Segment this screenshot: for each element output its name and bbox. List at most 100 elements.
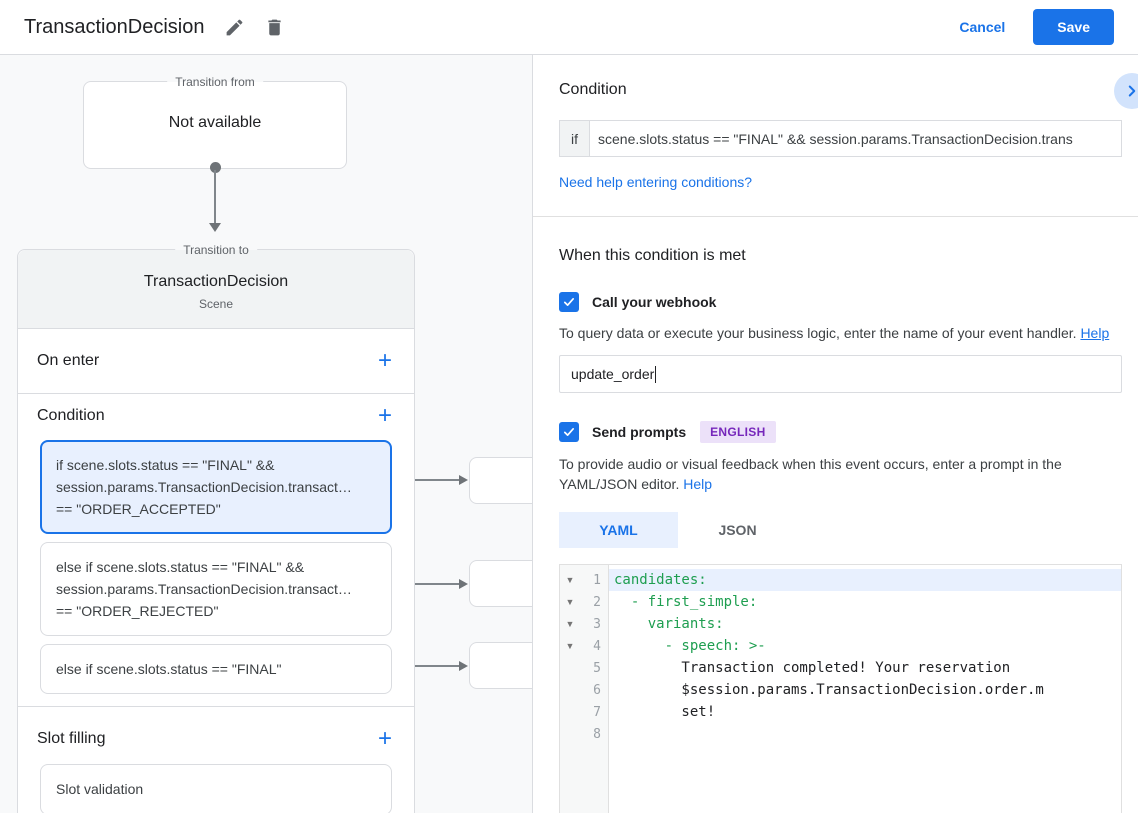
scene-flow-canvas: Transition from Not available Transition… — [0, 55, 532, 813]
add-condition-icon[interactable]: + — [377, 402, 392, 429]
condition-text: if scene.slots.status == "FINAL" && — [56, 457, 275, 473]
line-number: 1 — [593, 572, 601, 588]
line-number: 5 — [593, 660, 601, 676]
prompts-description: To provide audio or visual feedback when… — [559, 454, 1119, 494]
call-webhook-checkbox[interactable] — [559, 292, 579, 312]
condition-heading: Condition — [559, 81, 627, 98]
delete-icon[interactable] — [262, 15, 286, 39]
transition-from-value: Not available — [168, 114, 262, 131]
condition-expression-input[interactable] — [589, 120, 1122, 157]
fold-toggle-icon[interactable]: ▼ — [565, 597, 575, 607]
condition-text: session.params.TransactionDecision.trans… — [56, 479, 352, 495]
language-badge: ENGLISH — [700, 421, 776, 443]
connector-arrowhead-down — [209, 223, 221, 232]
collapse-panel-button[interactable] — [1114, 73, 1138, 109]
code-line: - first_simple: — [614, 594, 758, 610]
editor-gutter: ▼ 1 ▼ 2 ▼ 3 ▼ 4 5 6 7 8 — [560, 565, 609, 813]
yaml-code-editor[interactable]: ▼ 1 ▼ 2 ▼ 3 ▼ 4 5 6 7 8 candidates: - first_… — [559, 564, 1122, 813]
code-line: - speech: >- — [614, 638, 766, 654]
top-bar: TransactionDecision Cancel Save — [0, 0, 1138, 55]
call-webhook-label: Call your webhook — [592, 294, 717, 310]
prompts-help-link[interactable]: Help — [683, 476, 713, 492]
condition-text: == "ORDER_ACCEPTED" — [56, 501, 221, 517]
slot-validation-item[interactable]: Slot validation — [40, 764, 392, 813]
line-number: 2 — [593, 594, 601, 610]
conditions-help-link[interactable]: Need help entering conditions? — [559, 174, 753, 190]
save-button[interactable]: Save — [1033, 9, 1114, 45]
line-number: 7 — [593, 704, 601, 720]
condition-section-label: Condition — [37, 407, 105, 424]
connector-arrowhead-right — [459, 579, 468, 589]
when-condition-met-section: When this condition is met Call your web… — [533, 217, 1138, 813]
scene-type-label: Scene — [198, 297, 234, 311]
edit-icon[interactable] — [222, 15, 246, 39]
on-enter-section[interactable]: On enter + — [18, 328, 414, 393]
code-line: variants: — [614, 616, 724, 632]
code-line: set! — [614, 704, 716, 720]
event-handler-input[interactable]: update_order — [559, 355, 1122, 393]
slot-filling-section: Slot filling + Slot validation — [18, 706, 414, 813]
tab-json[interactable]: JSON — [718, 522, 757, 538]
code-line: candidates: — [609, 569, 1121, 591]
code-line: $session.params.TransactionDecision.orde… — [614, 682, 1044, 698]
code-line — [609, 723, 1121, 745]
condition-item-order-rejected[interactable]: else if scene.slots.status == "FINAL" &&… — [40, 542, 392, 636]
transition-from-box[interactable]: Transition from Not available — [83, 73, 347, 169]
fold-toggle-icon[interactable]: ▼ — [565, 641, 575, 651]
webhook-description: To query data or execute your business l… — [559, 323, 1122, 343]
fold-toggle-icon[interactable]: ▼ — [565, 575, 575, 585]
editor-code-area[interactable]: candidates: - first_simple: variants: - … — [609, 565, 1121, 813]
condition-text: else if scene.slots.status == "FINAL" && — [56, 559, 305, 575]
line-number: 8 — [593, 726, 601, 742]
cancel-button[interactable]: Cancel — [959, 19, 1006, 35]
fold-toggle-icon[interactable]: ▼ — [565, 619, 575, 629]
connector-line — [398, 665, 460, 667]
transition-target-box[interactable] — [469, 457, 532, 504]
editor-format-tabs: YAML JSON — [559, 512, 1122, 548]
transition-from-label: Transition from — [167, 73, 263, 91]
connector-arrowhead-right — [459, 475, 468, 485]
line-number: 6 — [593, 682, 601, 698]
connector-dot — [210, 162, 221, 173]
text-cursor — [655, 365, 657, 383]
event-handler-value: update_order — [571, 366, 655, 382]
condition-item-order-accepted[interactable]: if scene.slots.status == "FINAL" && sess… — [40, 440, 392, 534]
send-prompts-label: Send prompts — [592, 424, 687, 440]
add-on-enter-icon[interactable]: + — [377, 347, 392, 374]
transition-target-box[interactable] — [469, 642, 532, 689]
connector-line — [398, 583, 460, 585]
chevron-right-icon — [1128, 85, 1136, 97]
scene-card-header: TransactionDecision Scene — [18, 250, 414, 328]
condition-text: else if scene.slots.status == "FINAL" — [56, 661, 282, 677]
line-number: 3 — [593, 616, 601, 632]
connector-line — [398, 479, 460, 481]
when-condition-heading: When this condition is met — [559, 247, 746, 264]
if-prefix: if — [559, 120, 589, 157]
add-slot-icon[interactable]: + — [377, 725, 392, 752]
connector-arrowhead-right — [459, 661, 468, 671]
transition-target-box[interactable] — [469, 560, 532, 607]
on-enter-label: On enter — [37, 352, 100, 369]
connector-line — [214, 170, 216, 225]
scene-card: Transition to TransactionDecision Scene … — [17, 241, 415, 813]
webhook-help-link[interactable]: Help — [1080, 325, 1110, 341]
page-title: TransactionDecision — [24, 15, 205, 38]
code-line: Transaction completed! Your reservation — [614, 660, 1011, 676]
slot-validation-label: Slot validation — [56, 781, 144, 797]
line-number: 4 — [593, 638, 601, 654]
slot-filling-label: Slot filling — [37, 730, 106, 747]
prompts-description-text: To provide audio or visual feedback when… — [559, 456, 1062, 492]
condition-editor-panel: Condition if Need help entering conditio… — [532, 55, 1138, 813]
condition-section: Condition + if scene.slots.status == "FI… — [18, 393, 414, 706]
transition-to-label: Transition to — [175, 241, 257, 259]
condition-text: == "ORDER_REJECTED" — [56, 603, 219, 619]
condition-item-final[interactable]: else if scene.slots.status == "FINAL" — [40, 644, 392, 694]
webhook-description-text: To query data or execute your business l… — [559, 325, 1077, 341]
condition-text: session.params.TransactionDecision.trans… — [56, 581, 352, 597]
scene-name: TransactionDecision — [143, 273, 289, 290]
tab-yaml[interactable]: YAML — [559, 512, 678, 548]
checkmark-icon — [563, 298, 575, 306]
checkmark-icon — [563, 428, 575, 436]
send-prompts-checkbox[interactable] — [559, 422, 579, 442]
condition-header-section: Condition if Need help entering conditio… — [533, 55, 1138, 217]
